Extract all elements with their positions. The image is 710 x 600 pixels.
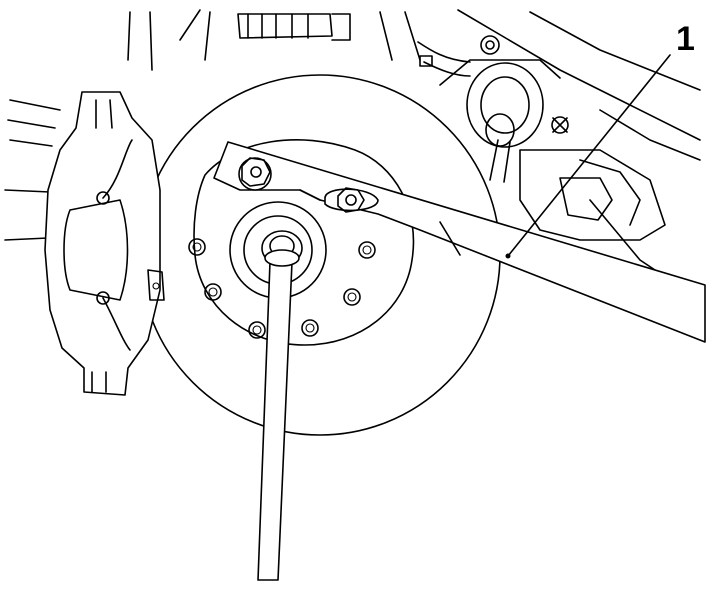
socket-extension-bar bbox=[257, 249, 300, 581]
wheel-bolt-holes bbox=[188, 238, 376, 339]
tool-nut-upper bbox=[238, 157, 272, 191]
callout-label-1: 1 bbox=[676, 20, 695, 58]
tool-nut-lower bbox=[324, 187, 379, 213]
brake-disc bbox=[139, 74, 501, 436]
callout-1: 1 bbox=[505, 20, 695, 259]
suspension-background bbox=[4, 9, 701, 301]
brake-caliper bbox=[44, 91, 165, 396]
holding-tool bbox=[213, 141, 706, 343]
